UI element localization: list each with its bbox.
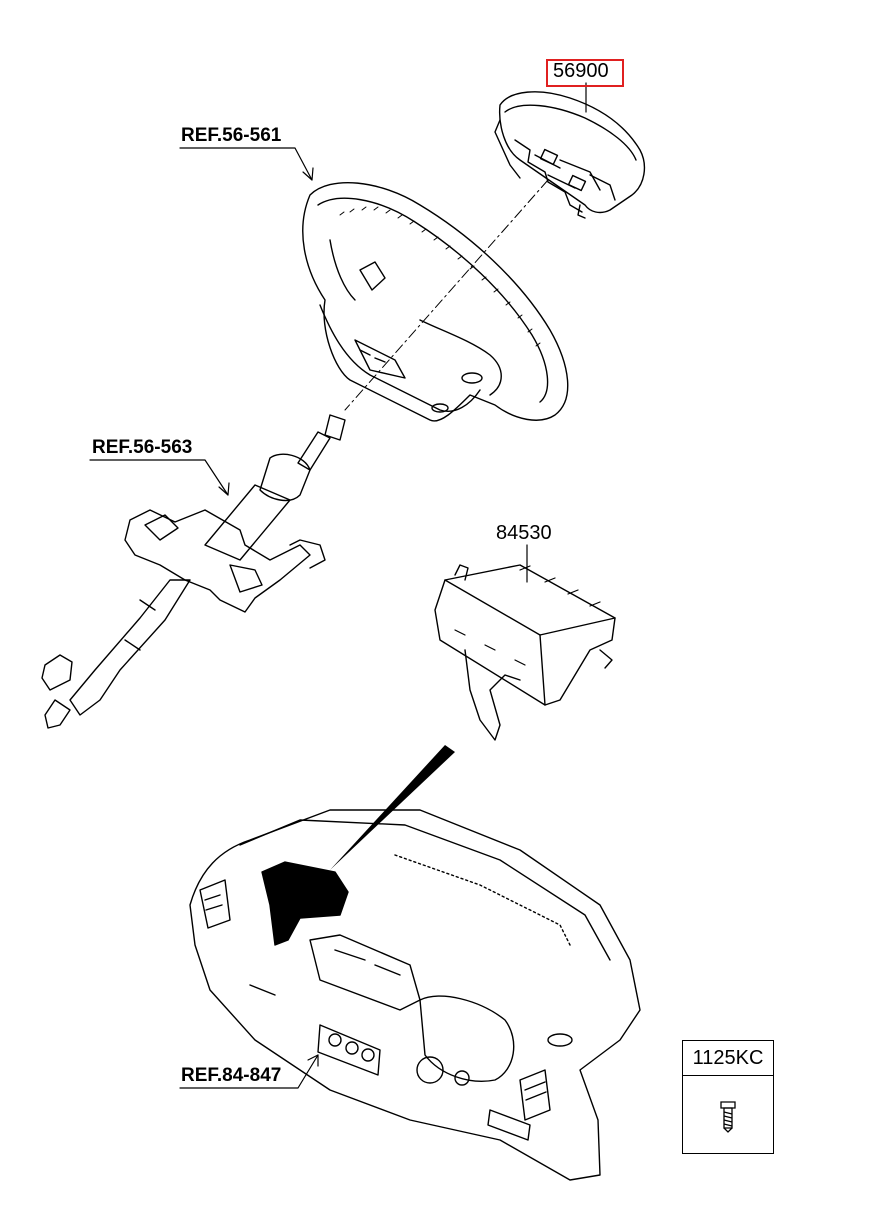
callout-steering-wheel-ref[interactable]: REF.56-561 — [181, 125, 282, 146]
callout-airbag-module[interactable]: 56900 — [553, 60, 609, 82]
crash-pad — [189, 809, 641, 1181]
leader-lines — [89, 82, 587, 1089]
callout-passenger-airbag[interactable]: 84530 — [496, 522, 552, 544]
highlight-box-airbag[interactable] — [546, 59, 624, 87]
passenger-airbag-module[interactable] — [434, 564, 616, 741]
steering-wheel — [302, 181, 569, 422]
assembly-axis-line — [344, 179, 549, 411]
bolt-icon — [720, 1101, 736, 1133]
fastener-legend: 1125KC — [682, 1040, 774, 1154]
callout-crash-pad-ref[interactable]: REF.84-847 — [181, 1065, 282, 1086]
airbag-location-highlight — [261, 861, 349, 946]
steering-column — [41, 414, 346, 729]
legend-part-number[interactable]: 1125KC — [683, 1041, 773, 1076]
driver-airbag-module[interactable] — [494, 91, 646, 219]
callout-steering-column-ref[interactable]: REF.56-563 — [92, 437, 193, 458]
location-pointer — [330, 745, 455, 870]
